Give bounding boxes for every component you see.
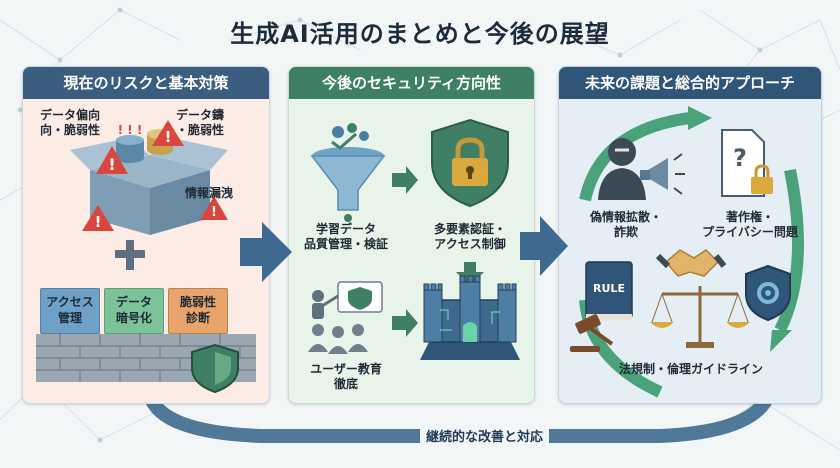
measure-access-control: アクセス管理 [40,288,100,334]
risk-leak-label: 情報漏洩 [185,186,234,200]
panel-future-challenges-header: 未来の課題と総合的アプローチ [559,67,821,99]
training-data-label: 学習データ品質管理・検証 [303,222,388,251]
regulation-ethics-label: 法規制・倫理ガイドライン [618,362,763,376]
panel-future-security-header: 今後のセキュリティ方向性 [289,67,534,99]
measure-encryption: データ暗号化 [104,288,164,334]
risk-bias-label: データ偏向向・脆弱性 [40,108,101,137]
user-education-label: ユーザー教育徹底 [310,362,382,391]
misinformation-label: 偽情報拡散・詐欺 [589,210,662,239]
risk-tamper-label: データ鑄・脆弱性 [176,108,225,137]
panel-current-risks-header: 現在のリスクと基本対策 [23,67,269,99]
copyright-privacy-label: 著作権・プライバシー問題 [702,210,798,239]
page-title: 生成AI活用のまとめと今後の展望 [230,20,610,48]
continuous-improvement-label: 継続的な改善と対応 [420,426,550,445]
measure-vulnerability-scan: 脆弱性診断 [168,288,228,334]
mfa-label: 多要素認証・アクセス制御 [433,222,506,251]
